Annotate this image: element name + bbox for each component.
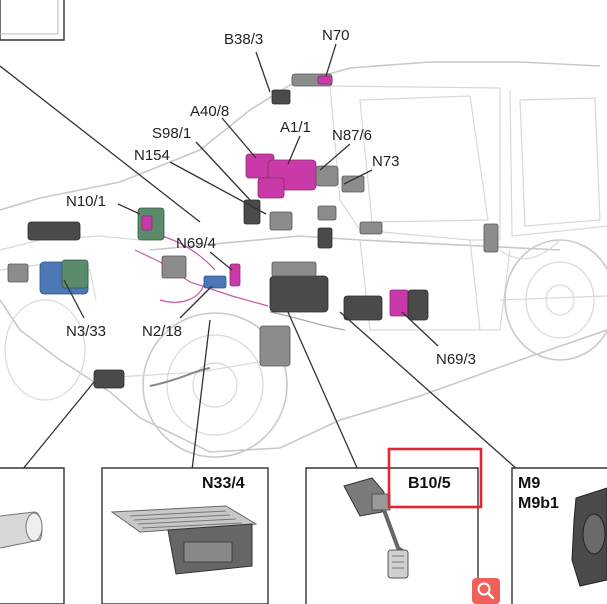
label-a40-8: A40/8 bbox=[190, 103, 229, 120]
detail-panel-left bbox=[0, 467, 65, 604]
component-s98-1 bbox=[243, 199, 261, 225]
component-n69-4 bbox=[203, 275, 227, 289]
components bbox=[7, 73, 499, 389]
panel-label-m9b1: M9b1 bbox=[518, 495, 559, 512]
panel-top-left bbox=[0, 0, 65, 41]
panel-top-left-inner bbox=[0, 0, 59, 35]
label-n154: N154 bbox=[134, 147, 170, 164]
panel-label-m9: M9 bbox=[518, 475, 540, 492]
selection-highlight-box bbox=[387, 447, 483, 509]
component-fusebox-front bbox=[27, 221, 81, 241]
label-n69-3: N69/3 bbox=[436, 351, 476, 368]
magnifier-icon bbox=[477, 582, 495, 600]
label-b38-3: B38/3 bbox=[224, 31, 263, 48]
detail-panel-m9: M9 M9b1 bbox=[511, 467, 607, 604]
panel-label-n33-4: N33/4 bbox=[202, 475, 245, 492]
component-n69-3 bbox=[389, 289, 409, 317]
panel-label-b10-5: B10/5 bbox=[408, 475, 451, 492]
zoom-button[interactable] bbox=[472, 578, 500, 604]
detail-panel-b10-5: B10/5 bbox=[305, 467, 479, 604]
vehicle-outline bbox=[0, 61, 607, 458]
label-n2-18: N2/18 bbox=[142, 323, 182, 340]
component-n73 bbox=[341, 175, 365, 193]
component-n87-6 bbox=[315, 165, 339, 187]
label-n69-4: N69/4 bbox=[176, 235, 216, 252]
component-n2-18 bbox=[269, 275, 329, 313]
label-n3-33: N3/33 bbox=[66, 323, 106, 340]
label-n70: N70 bbox=[322, 27, 350, 44]
detail-panel-n33-4: N33/4 bbox=[101, 467, 269, 604]
component-n154 bbox=[269, 211, 293, 231]
label-n87-6: N87/6 bbox=[332, 127, 372, 144]
callout-labels: B38/3 N70 A40/8 A1/1 S98/1 N87/6 N154 N7… bbox=[66, 27, 476, 368]
heater-element-graphic bbox=[110, 505, 258, 533]
label-n10-1: N10/1 bbox=[66, 193, 106, 210]
label-n73: N73 bbox=[372, 153, 400, 170]
label-s98-1: S98/1 bbox=[152, 125, 191, 142]
component-b38-3 bbox=[271, 89, 291, 105]
label-a1-1: A1/1 bbox=[280, 119, 311, 136]
leader-lines bbox=[0, 43, 519, 471]
